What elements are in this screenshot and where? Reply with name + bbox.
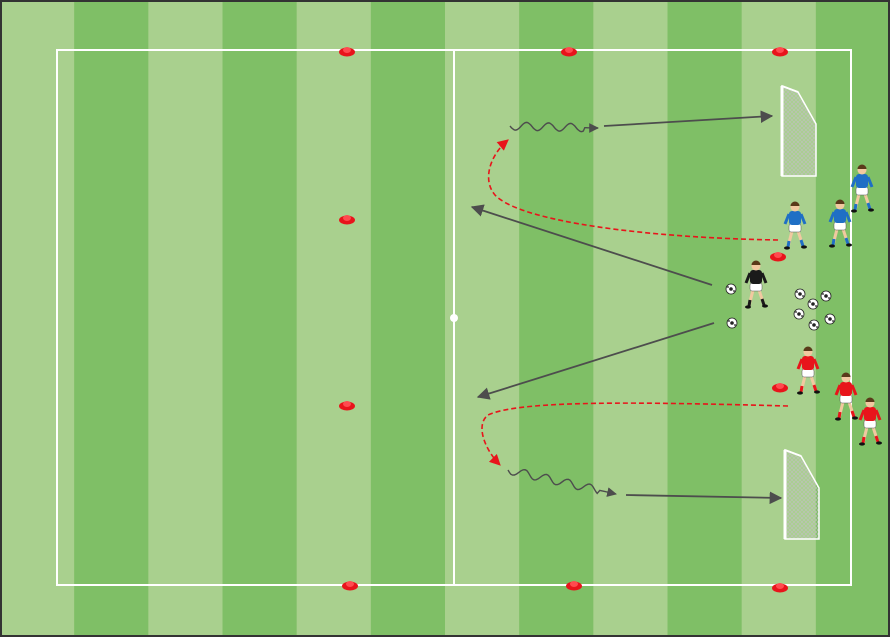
cone-icon [772,47,788,57]
ball-icon [807,298,819,310]
run-path-bottom [481,402,789,466]
cone-icon [339,401,355,411]
pass-arrow-bottom [476,322,715,400]
pitch-stripe [519,0,594,637]
pitch-stripe [593,0,668,637]
shot-arrow-top [603,110,774,127]
goal-top [780,84,817,177]
ball-icon [794,288,806,300]
pitch-stripe [741,0,817,637]
ball-icon [793,308,805,320]
cone-icon [561,47,577,57]
goal-bottom [783,448,820,540]
goal-crossbar [784,449,802,457]
pitch-stripe [296,0,372,637]
dribble-arrow-bottom [507,468,617,497]
ball-icon [726,317,738,329]
cone-icon [566,581,582,591]
ball-icon [725,283,737,295]
ball-icon [820,290,832,302]
ball-icon [824,313,836,325]
pitch-stripe [0,0,75,637]
cone-icon [339,215,355,225]
ball-group [725,283,836,331]
cone-icon [342,581,358,591]
pitch-stripe [222,0,298,637]
cones [339,47,788,593]
player-icon [834,372,858,421]
cone-icon [772,383,788,393]
player-icon [783,201,807,250]
cone-icon [772,583,788,593]
pitch-stripe [370,0,446,637]
cone-icon [339,47,355,57]
coach-icon [744,260,768,309]
shot-arrow-bottom [625,491,783,505]
pass-arrow-top [470,204,713,286]
ball-icon [808,319,820,331]
players [744,164,882,446]
player-icon [858,397,882,446]
player-icon [828,199,852,248]
pitch-stripe [74,0,149,637]
pitch-stripe [148,0,223,637]
player-icon [850,164,874,213]
run-path-top [487,139,779,241]
goal-crossbar [781,85,799,93]
dribble-arrow-top [509,121,599,133]
player-icon [796,346,820,395]
center-spot [450,314,458,322]
cone-icon [770,252,786,262]
